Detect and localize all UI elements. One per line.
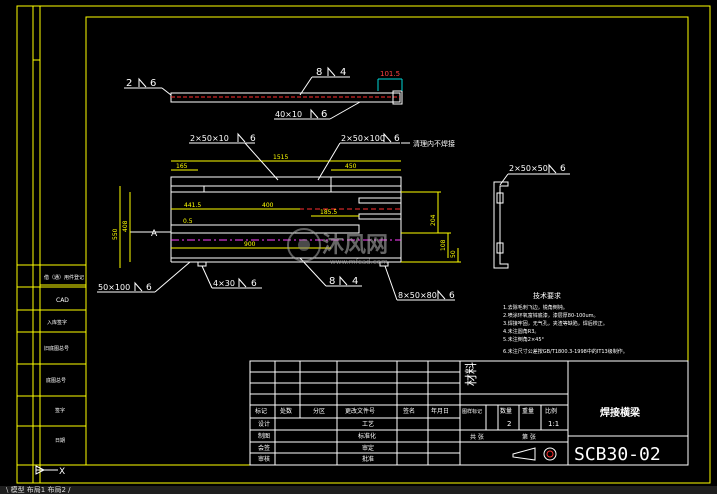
material-label: 材料: [464, 362, 478, 386]
tech-requirements: 技术要求 1.去除毛刺飞边，锐角倒钝。 2.喷涂环氧富锌底漆，漆层厚80-100…: [503, 291, 628, 355]
svg-text:工艺: 工艺: [362, 420, 374, 428]
dimensions: 1515 165 450 441.5 400 185.5 0.5 900 408…: [112, 154, 461, 268]
svg-text:8: 8: [316, 67, 322, 78]
svg-text:设计: 设计: [258, 420, 270, 428]
ucs-axis-icon: X: [35, 465, 65, 477]
svg-text:165: 165: [176, 163, 188, 170]
svg-text:450: 450: [345, 163, 357, 170]
svg-text:重量: 重量: [522, 407, 534, 415]
svg-text:441.5: 441.5: [184, 202, 201, 209]
svg-text:图样标记: 图样标记: [462, 408, 482, 415]
svg-text:2×50×10: 2×50×10: [190, 134, 229, 143]
left-panel-item: 借（通）用件登记: [44, 274, 84, 281]
svg-text:标准化: 标准化: [358, 432, 376, 440]
quantity-value: 2: [507, 420, 511, 428]
svg-text:2×50×50: 2×50×50: [509, 164, 548, 173]
svg-text:50: 50: [450, 250, 457, 258]
watermark: 沐风网 www.mfcad.com: [287, 228, 388, 266]
svg-text:2.喷涂环氧富锌底漆，漆层厚80-100um。: 2.喷涂环氧富锌底漆，漆层厚80-100um。: [503, 312, 599, 319]
svg-text:6: 6: [394, 134, 400, 144]
svg-text:6: 6: [150, 78, 156, 89]
svg-text:0.5: 0.5: [183, 218, 193, 225]
svg-text:6: 6: [560, 164, 566, 174]
svg-text:签名: 签名: [403, 407, 415, 415]
svg-text:40×10: 40×10: [275, 110, 302, 119]
drawing-number: SCB30-02: [574, 444, 661, 465]
svg-text:185.5: 185.5: [320, 209, 337, 216]
left-panel-item: 日期: [55, 438, 65, 444]
svg-text:408: 408: [122, 220, 129, 232]
svg-text:6: 6: [321, 109, 327, 120]
side-view-part: 2×50×50 6: [493, 163, 570, 269]
section-marker: A: [151, 229, 158, 239]
left-panel-item: 旧底图总号: [44, 345, 69, 352]
left-info-panel: 借（通）用件登记 CAD 入库签字 旧底图总号 底图总号 签字 日期: [16, 264, 87, 466]
svg-text:比例: 比例: [545, 407, 557, 415]
top-weld-callouts: 2 6 8 4 101.5 40×10 6: [124, 66, 403, 120]
svg-text:分区: 分区: [313, 407, 325, 415]
svg-text:审核: 审核: [258, 455, 270, 463]
svg-text:108: 108: [440, 239, 447, 251]
svg-text:400: 400: [262, 202, 274, 209]
left-panel-item: 入库签字: [47, 319, 67, 326]
svg-text:6: 6: [449, 291, 455, 301]
top-view-part: [170, 90, 403, 105]
left-panel-item: 底图总号: [46, 377, 66, 384]
front-weld-callouts: 2×50×10 6 2×50×100 6 清理内不焊接 50×100 6 4×3…: [97, 132, 455, 301]
left-panel-item: CAD: [56, 297, 69, 304]
svg-text:X: X: [59, 467, 65, 477]
svg-text:数量: 数量: [500, 407, 512, 415]
svg-text:50×100: 50×100: [98, 283, 130, 292]
svg-text:550: 550: [112, 228, 119, 240]
svg-text:批准: 批准: [362, 455, 374, 463]
left-panel-item: 签字: [55, 407, 65, 414]
watermark-url: www.mfcad.com: [330, 258, 388, 266]
title-block: 材料 焊接横梁 SCB30-02 标记 处数 分区 更改文件号 签名 年月日 图…: [249, 360, 689, 466]
layout-tabs-text[interactable]: \ 模型 布局1 布局2 /: [6, 486, 71, 494]
scale-value: 1:1: [548, 420, 559, 428]
layout-tabs-bar[interactable]: \ 模型 布局1 布局2 /: [0, 486, 717, 494]
svg-text:清理内不焊接: 清理内不焊接: [413, 139, 455, 148]
part-name: 焊接横梁: [600, 406, 641, 419]
svg-text:6: 6: [146, 283, 152, 293]
svg-text:6.未注尺寸公差按GB/T1800.3-1998中的IT13: 6.未注尺寸公差按GB/T1800.3-1998中的IT13级制作。: [503, 348, 628, 355]
svg-text:900: 900: [244, 241, 256, 248]
svg-text:审定: 审定: [362, 444, 374, 452]
svg-text:共 张: 共 张: [470, 433, 484, 441]
svg-text:4.未注圆角R3。: 4.未注圆角R3。: [503, 328, 539, 335]
svg-text:6: 6: [250, 134, 256, 144]
svg-text:1.去除毛刺飞边，锐角倒钝。: 1.去除毛刺飞边，锐角倒钝。: [503, 304, 568, 311]
svg-text:101.5: 101.5: [380, 70, 400, 78]
svg-text:5.未注倒角2×45°: 5.未注倒角2×45°: [503, 336, 545, 343]
svg-text:204: 204: [430, 214, 437, 226]
svg-text:技术要求: 技术要求: [533, 291, 561, 300]
svg-text:年月日: 年月日: [431, 407, 449, 415]
svg-text:第 张: 第 张: [522, 433, 536, 441]
svg-text:2: 2: [126, 78, 132, 89]
watermark-brand: 沐风网: [322, 233, 388, 258]
svg-text:标记: 标记: [255, 407, 267, 415]
svg-text:8: 8: [329, 276, 335, 287]
svg-text:制图: 制图: [258, 432, 270, 440]
svg-text:会签: 会签: [258, 444, 270, 452]
svg-text:更改文件号: 更改文件号: [345, 407, 375, 415]
svg-text:2×50×100: 2×50×100: [341, 134, 385, 143]
svg-text:6: 6: [251, 279, 257, 289]
projection-symbol-icon: [512, 447, 557, 461]
svg-text:4: 4: [340, 67, 346, 78]
outer-frame: [16, 5, 711, 484]
svg-text:3.焊接牢固，无气孔，夹渣等缺陷，焊后校正。: 3.焊接牢固，无气孔，夹渣等缺陷，焊后校正。: [503, 320, 608, 327]
svg-text:4: 4: [352, 276, 358, 287]
svg-text:4×30: 4×30: [213, 279, 235, 288]
svg-text:8×50×80: 8×50×80: [398, 291, 437, 300]
svg-text:1515: 1515: [273, 154, 288, 161]
svg-text:处数: 处数: [280, 407, 292, 415]
